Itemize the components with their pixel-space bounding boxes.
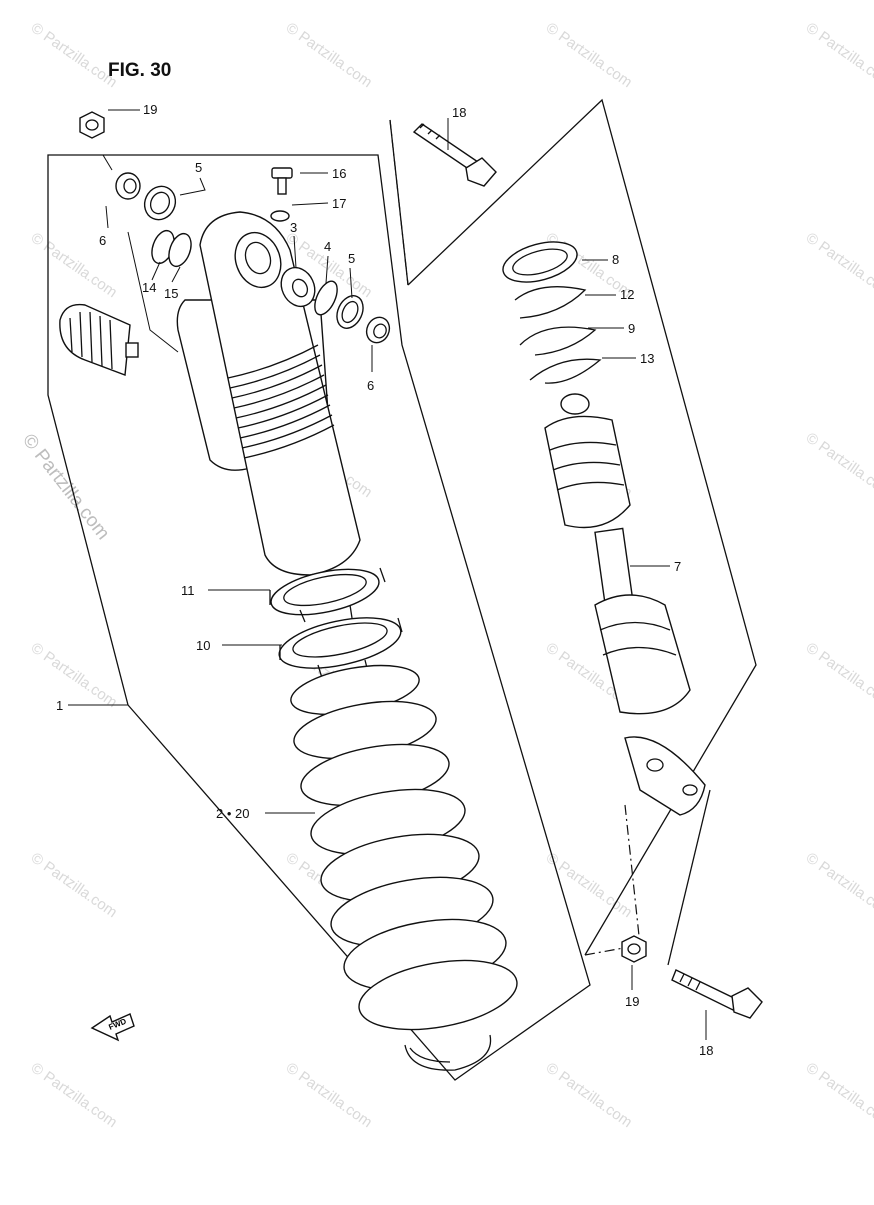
part-19-nut-upper <box>79 111 105 139</box>
callout-2-20: 2 • 20 <box>216 806 249 821</box>
part-9-ring <box>519 326 597 356</box>
leader-lines <box>68 109 707 1040</box>
main-assembly-boundary <box>47 154 591 1081</box>
nut-to-collar-lead <box>102 154 113 171</box>
callout-6-right: 6 <box>367 378 374 393</box>
part-6-collar-right <box>365 316 391 344</box>
fwd-arrow-icon: FWD <box>90 1013 135 1042</box>
part-19-nut-lower <box>621 935 647 963</box>
watermark-text: © Partzilla.com <box>803 849 874 921</box>
callout-4: 4 <box>324 239 331 254</box>
watermark-text: © Partzilla.com <box>803 1059 874 1131</box>
watermark-text-large: © Partzilla.com <box>18 430 113 544</box>
part-7-damper-rod <box>544 393 706 816</box>
upper-mount-eye <box>234 231 282 289</box>
part-10-adjuster-nut <box>278 617 403 679</box>
watermark-text: © Partzilla.com <box>28 1059 121 1131</box>
callout-3: 3 <box>290 220 297 235</box>
watermark-text: © Partzilla.com <box>803 639 874 711</box>
watermark-text: © Partzilla.com <box>803 19 874 91</box>
lower-right-frame <box>667 789 711 966</box>
callout-19-lower: 19 <box>625 994 639 1009</box>
cap-bracket-line <box>127 231 179 353</box>
callout-5-left: 5 <box>195 160 202 175</box>
watermark-text: © Partzilla.com <box>28 849 121 921</box>
part-16-bolt <box>271 167 293 195</box>
callout-17: 17 <box>332 196 346 211</box>
part-11-lock-nut <box>269 567 386 623</box>
watermark-text: © Partzilla.com <box>283 1059 376 1131</box>
watermark-text: © Partzilla.com <box>28 639 121 711</box>
callout-18-upper: 18 <box>452 105 466 120</box>
watermark-text: © Partzilla.com <box>803 429 874 501</box>
upper-axis-link <box>389 119 409 286</box>
callout-19-upper: 19 <box>143 102 157 117</box>
callout-labels: 19 18 16 17 5 6 3 4 5 6 14 15 8 12 9 13 … <box>56 102 713 1058</box>
watermark-text: © Partzilla.com <box>803 229 874 301</box>
lower-damper-axis <box>624 804 641 946</box>
callout-8: 8 <box>612 252 619 267</box>
bump-rubber <box>544 415 631 529</box>
figure-title: FIG. 30 <box>108 60 171 81</box>
spring-retainer-clip <box>404 1034 492 1071</box>
watermark-text: © Partzilla.com <box>543 849 636 921</box>
watermark-text: © Partzilla.com <box>543 19 636 91</box>
callout-10: 10 <box>196 638 210 653</box>
part-15-o-ring <box>168 232 192 268</box>
watermark-text: © Partzilla.com <box>283 19 376 91</box>
shock-cylinder <box>199 211 361 576</box>
lower-clevis <box>624 736 706 816</box>
callout-7: 7 <box>674 559 681 574</box>
shock-body-part <box>176 211 361 576</box>
callout-6-left: 6 <box>99 233 106 248</box>
part-2-20-spring <box>290 664 518 1031</box>
part-3-bushing <box>280 266 316 308</box>
part-5-seal-right <box>336 295 364 329</box>
callout-11: 11 <box>181 583 195 598</box>
damper-assembly-boundary <box>407 98 757 956</box>
part-6-collar-left <box>115 172 141 200</box>
callout-14: 14 <box>142 280 156 295</box>
watermark-text: © Partzilla.com <box>28 229 121 301</box>
part-18-bolt-lower <box>671 969 763 1019</box>
part-17-washer <box>270 210 290 222</box>
watermark-text: © Partzilla.com <box>543 1059 636 1131</box>
part-4-o-ring <box>314 280 338 316</box>
reservoir-cap-part <box>59 303 139 376</box>
callout-12: 12 <box>620 287 634 302</box>
valve-stem <box>125 342 139 358</box>
part-5-seal-left <box>143 185 177 221</box>
part-13-clip <box>529 358 602 384</box>
part-18-bolt-upper <box>412 123 497 187</box>
callout-18-lower: 18 <box>699 1043 713 1058</box>
part-12-clip <box>514 286 587 319</box>
callout-15: 15 <box>164 286 178 301</box>
callout-13: 13 <box>640 351 654 366</box>
callout-16: 16 <box>332 166 346 181</box>
watermark-text: © Partzilla.com <box>28 19 121 91</box>
callout-1: 1 <box>56 698 63 713</box>
callout-5-right: 5 <box>348 251 355 266</box>
threaded-section <box>227 344 335 459</box>
part-8-ring <box>502 241 578 283</box>
callout-9: 9 <box>628 321 635 336</box>
